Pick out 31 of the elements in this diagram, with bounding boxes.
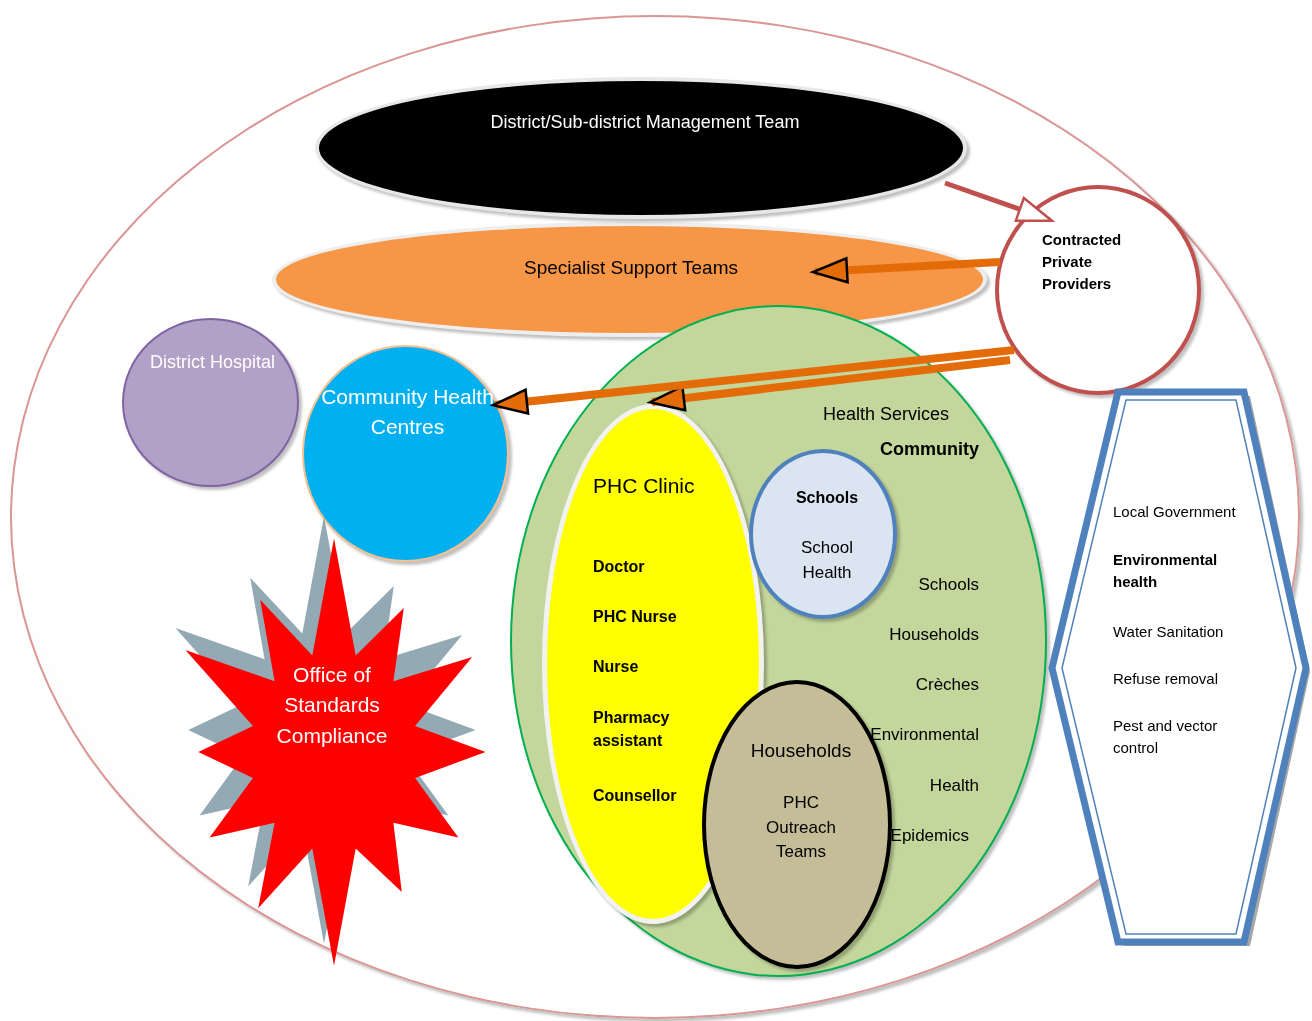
- list-item: Counsellor: [593, 786, 678, 806]
- node-label: Community Health Centres: [320, 384, 495, 441]
- list-item: PHC Nurse: [593, 607, 678, 627]
- node-label: Specialist Support Teams: [522, 256, 739, 280]
- list-item: Nurse: [593, 657, 640, 677]
- node-label: Households: [749, 739, 853, 763]
- node-label: Contracted Private Providers: [1042, 230, 1123, 294]
- node-label: Health Services: [821, 403, 949, 426]
- node-label: District/Sub-district Management Team: [489, 111, 801, 134]
- node-label: Schools: [794, 488, 860, 508]
- arrow: [944, 180, 1054, 223]
- list-item: Households: [888, 624, 979, 646]
- list-item: Health: [928, 775, 979, 797]
- list-item: Crèches: [914, 674, 979, 696]
- list-item: School Health: [800, 537, 854, 584]
- list-item: Environmental health: [1113, 550, 1219, 592]
- node-label: Office of Standards Compliance: [275, 662, 389, 749]
- list-item: Water Sanitation: [1113, 622, 1225, 642]
- list-item: Refuse removal: [1113, 669, 1220, 689]
- list-item: Community: [879, 438, 979, 461]
- node-label: Local Government: [1113, 502, 1237, 522]
- list-item: Environmental: [869, 724, 979, 746]
- node-label: District Hospital: [149, 351, 276, 374]
- list-item: Pest and vector control: [1113, 716, 1219, 758]
- arrow: [648, 356, 1011, 412]
- list-item: Schools: [917, 574, 979, 596]
- node-label: PHC Clinic: [593, 473, 696, 499]
- list-item: PHC Outreach Teams: [765, 792, 837, 864]
- list-item: Pharmacy assistant: [593, 708, 671, 752]
- arrow: [491, 346, 1015, 415]
- list-item: Doctor: [593, 557, 646, 577]
